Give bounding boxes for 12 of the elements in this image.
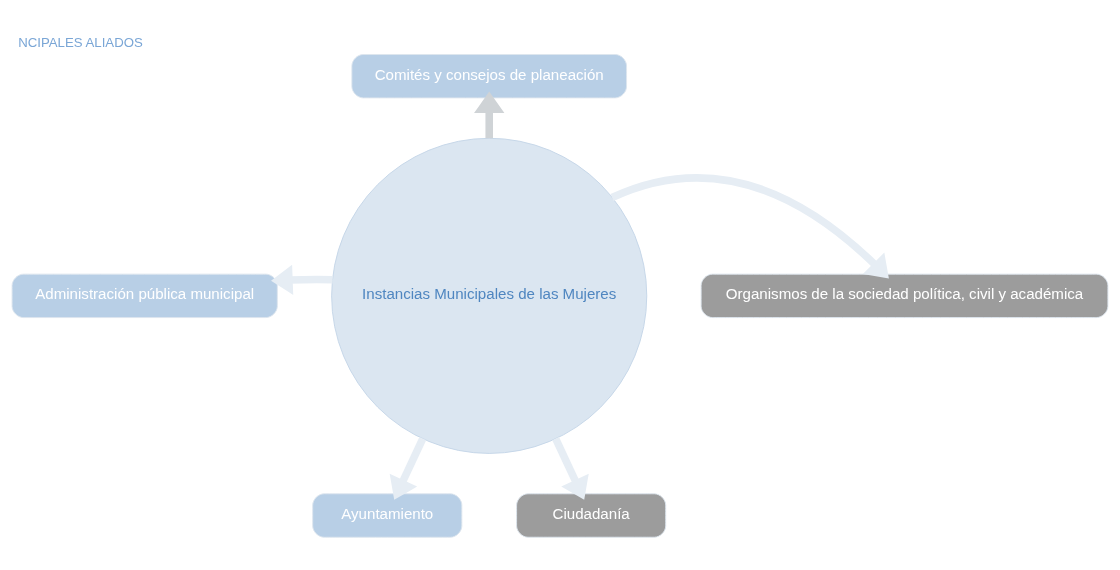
arrow — [474, 91, 505, 139]
diagram-title: NCIPALES ALIADOS — [18, 35, 143, 51]
arrow — [610, 174, 889, 279]
node-circle: Instancias Municipales de las Mujeres — [331, 137, 648, 454]
node-box: Comités y consejos de planeación — [351, 54, 627, 99]
arrow — [552, 437, 589, 500]
arrow — [271, 264, 333, 296]
node-box: Ciudadanía — [516, 493, 667, 538]
node-box: Ayuntamiento — [312, 493, 463, 538]
arrow — [389, 437, 427, 500]
node-box: Administración pública municipal — [11, 273, 278, 319]
node-box: Organismos de la sociedad política, civil y académica — [700, 273, 1109, 319]
